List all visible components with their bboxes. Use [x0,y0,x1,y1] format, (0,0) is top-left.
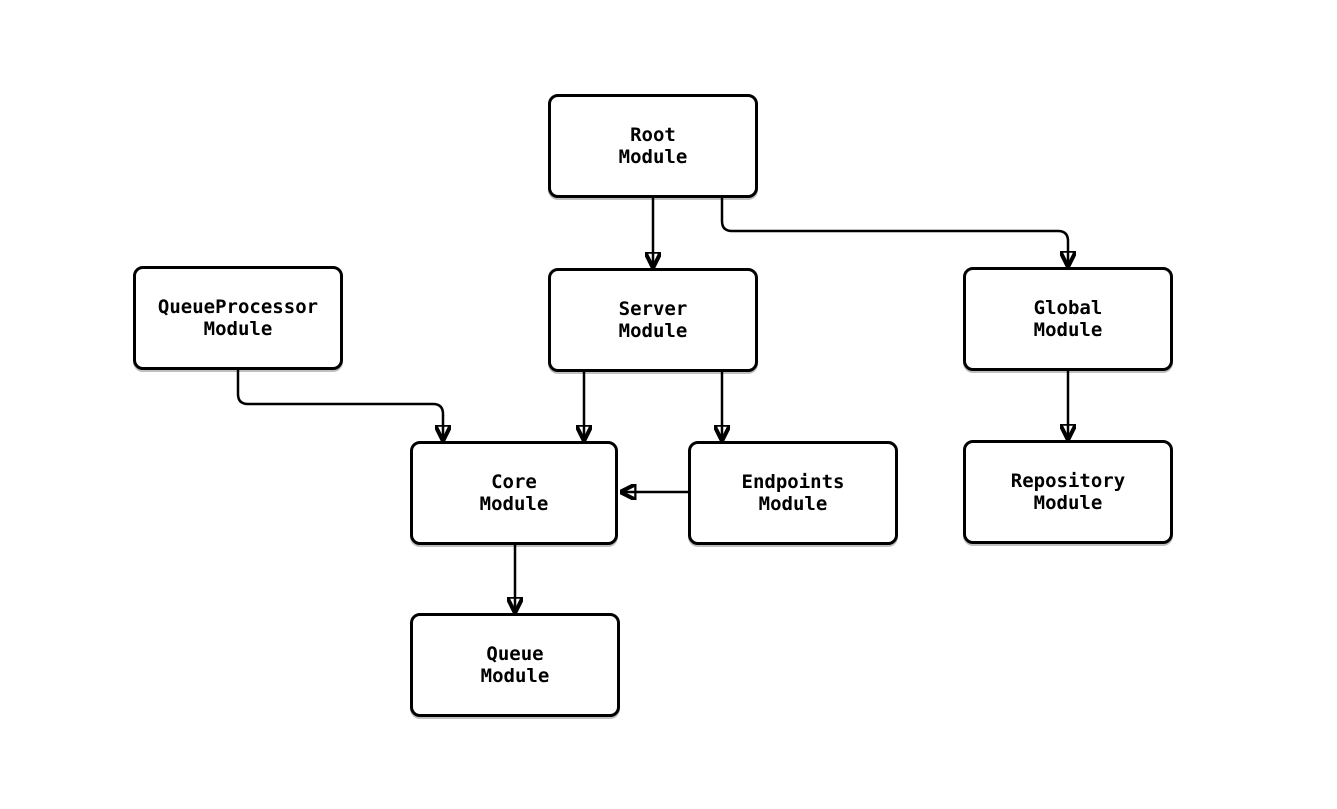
node-server-module: Server Module [548,268,758,372]
node-endpoints-module-label: Endpoints Module [741,471,845,515]
node-root-module-label: Root Module [618,124,688,168]
node-repository-module-label: Repository Module [1010,470,1126,514]
node-endpoints-module: Endpoints Module [688,441,898,545]
node-queueprocessor-module: QueueProcessor Module [133,266,343,370]
node-queue-module-label: Queue Module [480,643,550,687]
node-core-module: Core Module [410,441,618,545]
node-global-module-label: Global Module [1033,297,1103,341]
node-core-module-label: Core Module [479,471,549,515]
node-queue-module: Queue Module [410,613,620,717]
node-server-module-label: Server Module [618,298,688,342]
edge-queueprocessor-to-core [236,370,443,441]
node-global-module: Global Module [963,267,1173,371]
node-repository-module: Repository Module [963,440,1173,544]
node-queueprocessor-module-label: QueueProcessor Module [157,296,319,340]
node-root-module: Root Module [548,94,758,198]
edge-root-to-global [720,198,1068,267]
